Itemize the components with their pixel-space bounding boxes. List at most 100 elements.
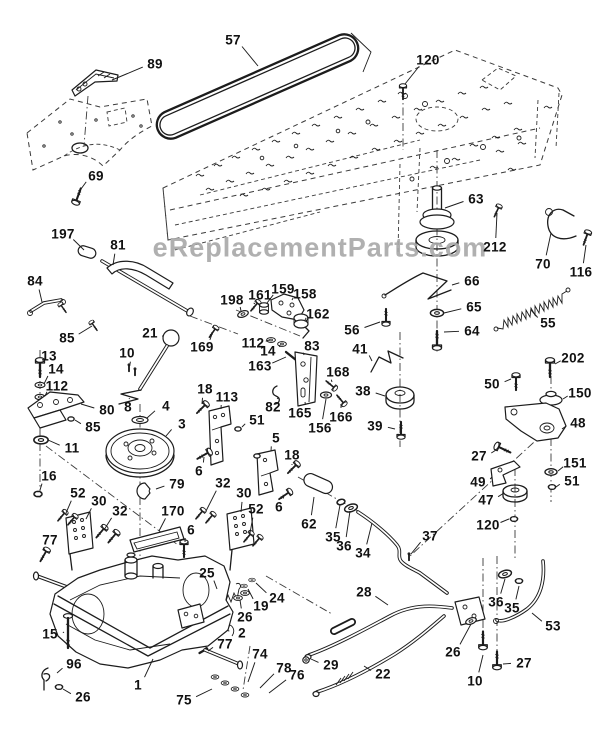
engine-pulley-63: [398, 82, 504, 257]
part-label-26: 26: [237, 609, 253, 625]
leader-line-168: [330, 379, 333, 383]
part-label-56: 56: [344, 322, 360, 338]
leader-line-150: [562, 395, 568, 400]
part-label-14: 14: [48, 361, 64, 377]
part-label-116: 116: [569, 264, 593, 280]
part-label-169: 169: [190, 339, 214, 355]
leader-line-89: [111, 66, 143, 81]
part-label-156: 156: [308, 420, 332, 436]
part-label-26: 26: [445, 644, 461, 660]
part-label-25: 25: [199, 565, 215, 581]
part-label-150: 150: [568, 385, 592, 401]
leader-line-8: [128, 397, 130, 400]
leader-line-39: [387, 426, 396, 430]
leader-line-116: [582, 244, 587, 264]
axle-plate-30-left: [54, 507, 122, 571]
part-label-161: 161: [248, 287, 272, 303]
leader-line-36: [500, 578, 506, 594]
support-frame-170: [36, 526, 190, 564]
part-label-27: 27: [471, 448, 487, 464]
leader-line-28: [375, 595, 389, 606]
leader-line-38: [375, 392, 386, 397]
leader-line-156: [322, 398, 327, 420]
transaxle-1: [32, 552, 250, 698]
part-label-35: 35: [325, 529, 341, 545]
part-label-39: 39: [367, 418, 383, 434]
part-label-14: 14: [260, 343, 276, 359]
part-label-55: 55: [540, 315, 556, 331]
part-label-52: 52: [70, 485, 86, 501]
leader-line-15: [62, 631, 65, 634]
part-label-112: 112: [45, 378, 69, 394]
part-label-21: 21: [142, 325, 158, 341]
part-label-158: 158: [293, 286, 317, 302]
part-label-198: 198: [220, 292, 244, 308]
leader-line-16: [39, 483, 43, 491]
leader-line-212: [495, 212, 498, 239]
leader-line-24: [255, 582, 267, 594]
leader-line-75: [195, 688, 213, 698]
leader-line-36: [345, 510, 351, 538]
leader-line-51: [555, 483, 561, 488]
leader-line-70: [545, 232, 552, 256]
leader-line-80: [80, 403, 95, 409]
shift-lever-8: [118, 329, 180, 405]
part-label-48: 48: [570, 415, 586, 431]
leader-line-198: [239, 306, 242, 312]
part-label-35: 35: [504, 600, 520, 616]
leader-line-169: [209, 333, 213, 341]
leader-line-77: [207, 647, 214, 652]
leader-line-85: [74, 419, 82, 425]
part-label-24: 24: [269, 590, 285, 606]
part-label-170: 170: [161, 503, 185, 519]
part-label-53: 53: [545, 618, 561, 634]
leader-line-96: [56, 667, 63, 674]
part-label-10: 10: [119, 345, 135, 361]
part-label-57: 57: [225, 32, 241, 48]
part-label-36: 36: [336, 538, 352, 554]
leader-line-32: [205, 490, 217, 512]
leader-line-41: [368, 355, 373, 362]
leader-line-112: [265, 339, 270, 342]
leader-line-35: [335, 504, 341, 529]
part-label-38: 38: [355, 383, 371, 399]
lift-shaft-81: [77, 245, 194, 317]
seat-bracket-89: [71, 69, 119, 97]
part-label-120: 120: [416, 52, 440, 68]
part-label-63: 63: [468, 191, 484, 207]
part-label-4: 4: [162, 398, 170, 414]
part-label-51: 51: [564, 473, 580, 489]
leader-line-52: [65, 500, 72, 514]
leader-line-48: [561, 425, 567, 430]
bracket-5: [253, 449, 303, 503]
leader-line-161: [253, 302, 256, 305]
part-label-29: 29: [323, 657, 339, 673]
clutch-wire-41: [370, 350, 404, 373]
part-label-165: 165: [288, 405, 312, 421]
part-label-162: 162: [306, 306, 330, 322]
part-label-82: 82: [265, 399, 281, 415]
part-label-47: 47: [478, 492, 494, 508]
part-label-32: 32: [112, 503, 128, 519]
leader-line-85: [78, 325, 93, 335]
leader-line-197: [72, 239, 85, 251]
leader-line-202: [554, 360, 561, 365]
leader-line-170: [158, 518, 166, 532]
leader-line-11: [47, 439, 60, 446]
leader-line-10: [478, 654, 484, 673]
part-label-1: 1: [134, 677, 142, 693]
leader-line-77: [42, 547, 45, 551]
leader-line-81: [112, 253, 116, 266]
leader-line-64: [443, 330, 460, 333]
leader-line-18: [201, 397, 203, 405]
leader-line-162: [304, 317, 307, 321]
part-label-6: 6: [275, 499, 283, 515]
part-label-32: 32: [215, 475, 231, 491]
part-label-18: 18: [284, 447, 300, 463]
part-label-26: 26: [75, 689, 91, 705]
leader-line-50: [504, 378, 512, 383]
leader-line-27: [491, 449, 497, 454]
